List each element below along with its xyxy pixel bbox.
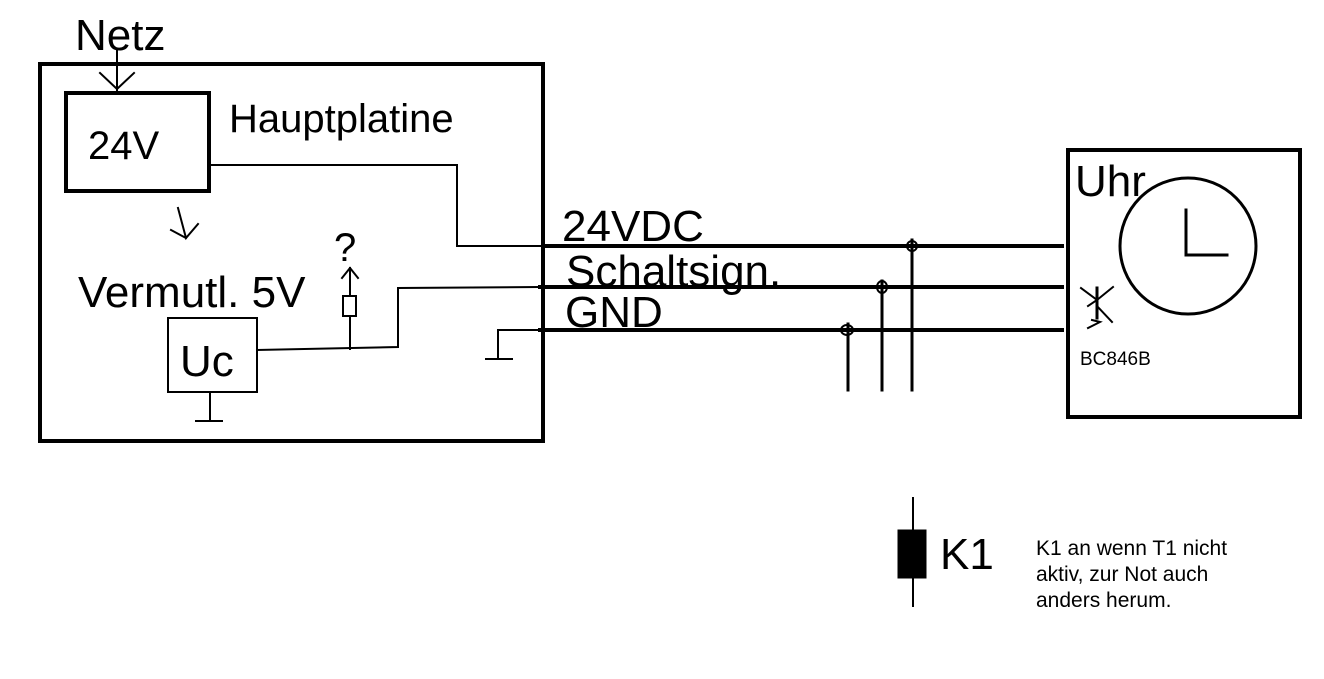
uc-box — [167, 317, 258, 393]
psu-label: 24V — [88, 124, 160, 168]
voltage-guess-label: Vermutl. 5V — [78, 268, 306, 317]
netz-arrow-head — [98, 71, 136, 91]
resistor — [342, 295, 357, 317]
transistor-emitter-arrow-icon — [1086, 318, 1103, 330]
tap-gnd-loop — [840, 324, 854, 336]
uc-label: Uc — [180, 337, 234, 386]
line-24vdc-label: 24VDC — [562, 202, 704, 251]
mainboard-box — [38, 62, 545, 443]
clock-hands-icon — [1184, 208, 1229, 257]
note-line-2: aktiv, zur Not auch — [1036, 563, 1209, 586]
mainboard-label: Hauptplatine — [229, 97, 454, 141]
tap-24vdc-loop — [906, 240, 918, 252]
clock-label: Uhr — [1075, 157, 1146, 206]
resistor-supply-arrow — [340, 266, 360, 280]
relay-label: K1 — [940, 530, 994, 579]
note-line-1: K1 an wenn T1 nicht — [1036, 537, 1228, 560]
line-signal-label: Schaltsign. — [566, 247, 782, 296]
down-arrow-head — [169, 228, 188, 240]
relay-coil-icon — [897, 529, 927, 579]
clock-face-icon — [1118, 176, 1258, 316]
netz-label: Netz — [75, 11, 166, 60]
line-gnd-label: GND — [565, 288, 663, 337]
clock-box — [1066, 148, 1302, 419]
transistor-collector — [1095, 285, 1115, 302]
down-arrow-icon — [176, 206, 200, 241]
psu-box — [64, 91, 211, 193]
question-mark: ? — [334, 226, 357, 270]
tap-signal-loop — [876, 280, 888, 294]
note-line-3: anders herum. — [1036, 589, 1172, 612]
transistor-emitter — [1095, 304, 1114, 324]
transistor-arrow-icon — [1079, 286, 1099, 308]
board-gnd-wire — [497, 329, 541, 359]
transistor-label: BC846B — [1080, 349, 1151, 370]
uc-signal-wire — [255, 285, 542, 352]
